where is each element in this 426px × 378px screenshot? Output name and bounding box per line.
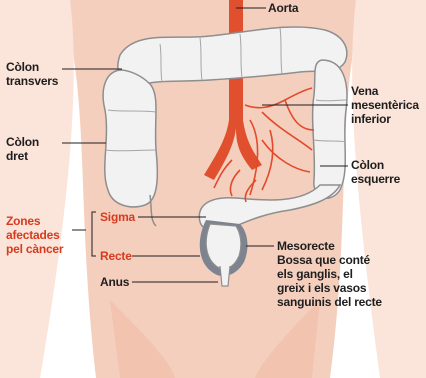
label-vena-line2: mesentèrica xyxy=(351,98,419,112)
descending-colon-shape xyxy=(313,60,347,198)
ascending-colon-shape xyxy=(103,70,157,207)
label-mesorecte-title: Mesorecte xyxy=(277,239,382,253)
label-zones-line3: pel càncer xyxy=(6,242,63,256)
label-vena-line1: Vena xyxy=(351,84,419,98)
label-vena-mesenterica: Vena mesentèrica inferior xyxy=(351,84,419,126)
label-colon-esquerre-line2: esquerre xyxy=(351,172,400,186)
label-zones-line2: afectades xyxy=(6,228,63,242)
label-colon-esquerre-line1: Còlon xyxy=(351,158,400,172)
rectum-shape xyxy=(206,224,241,269)
label-sigma: Sigma xyxy=(100,210,135,224)
label-colon-dret: Còlon dret xyxy=(6,135,39,163)
label-colon-dret-line2: dret xyxy=(6,149,39,163)
label-mesorecte-desc-4: sanguinis del recte xyxy=(277,295,382,309)
label-colon-transvers-line1: Còlon xyxy=(6,60,58,74)
label-anus: Anus xyxy=(100,275,129,289)
label-vena-line3: inferior xyxy=(351,112,419,126)
label-zones-afectades: Zones afectades pel càncer xyxy=(6,214,63,256)
label-zones-line1: Zones xyxy=(6,214,63,228)
label-colon-esquerre: Còlon esquerre xyxy=(351,158,400,186)
label-mesorecte-desc-2: els ganglis, el xyxy=(277,267,382,281)
label-mesorecte: Mesorecte Bossa que conté els ganglis, e… xyxy=(277,239,382,309)
label-aorta: Aorta xyxy=(268,1,298,15)
label-mesorecte-desc-1: Bossa que conté xyxy=(277,253,382,267)
label-colon-dret-line1: Còlon xyxy=(6,135,39,149)
label-mesorecte-desc-3: greix i els vasos xyxy=(277,281,382,295)
label-colon-transvers-line2: transvers xyxy=(6,74,58,88)
label-recte: Recte xyxy=(100,249,132,263)
label-colon-transvers: Còlon transvers xyxy=(6,60,58,88)
